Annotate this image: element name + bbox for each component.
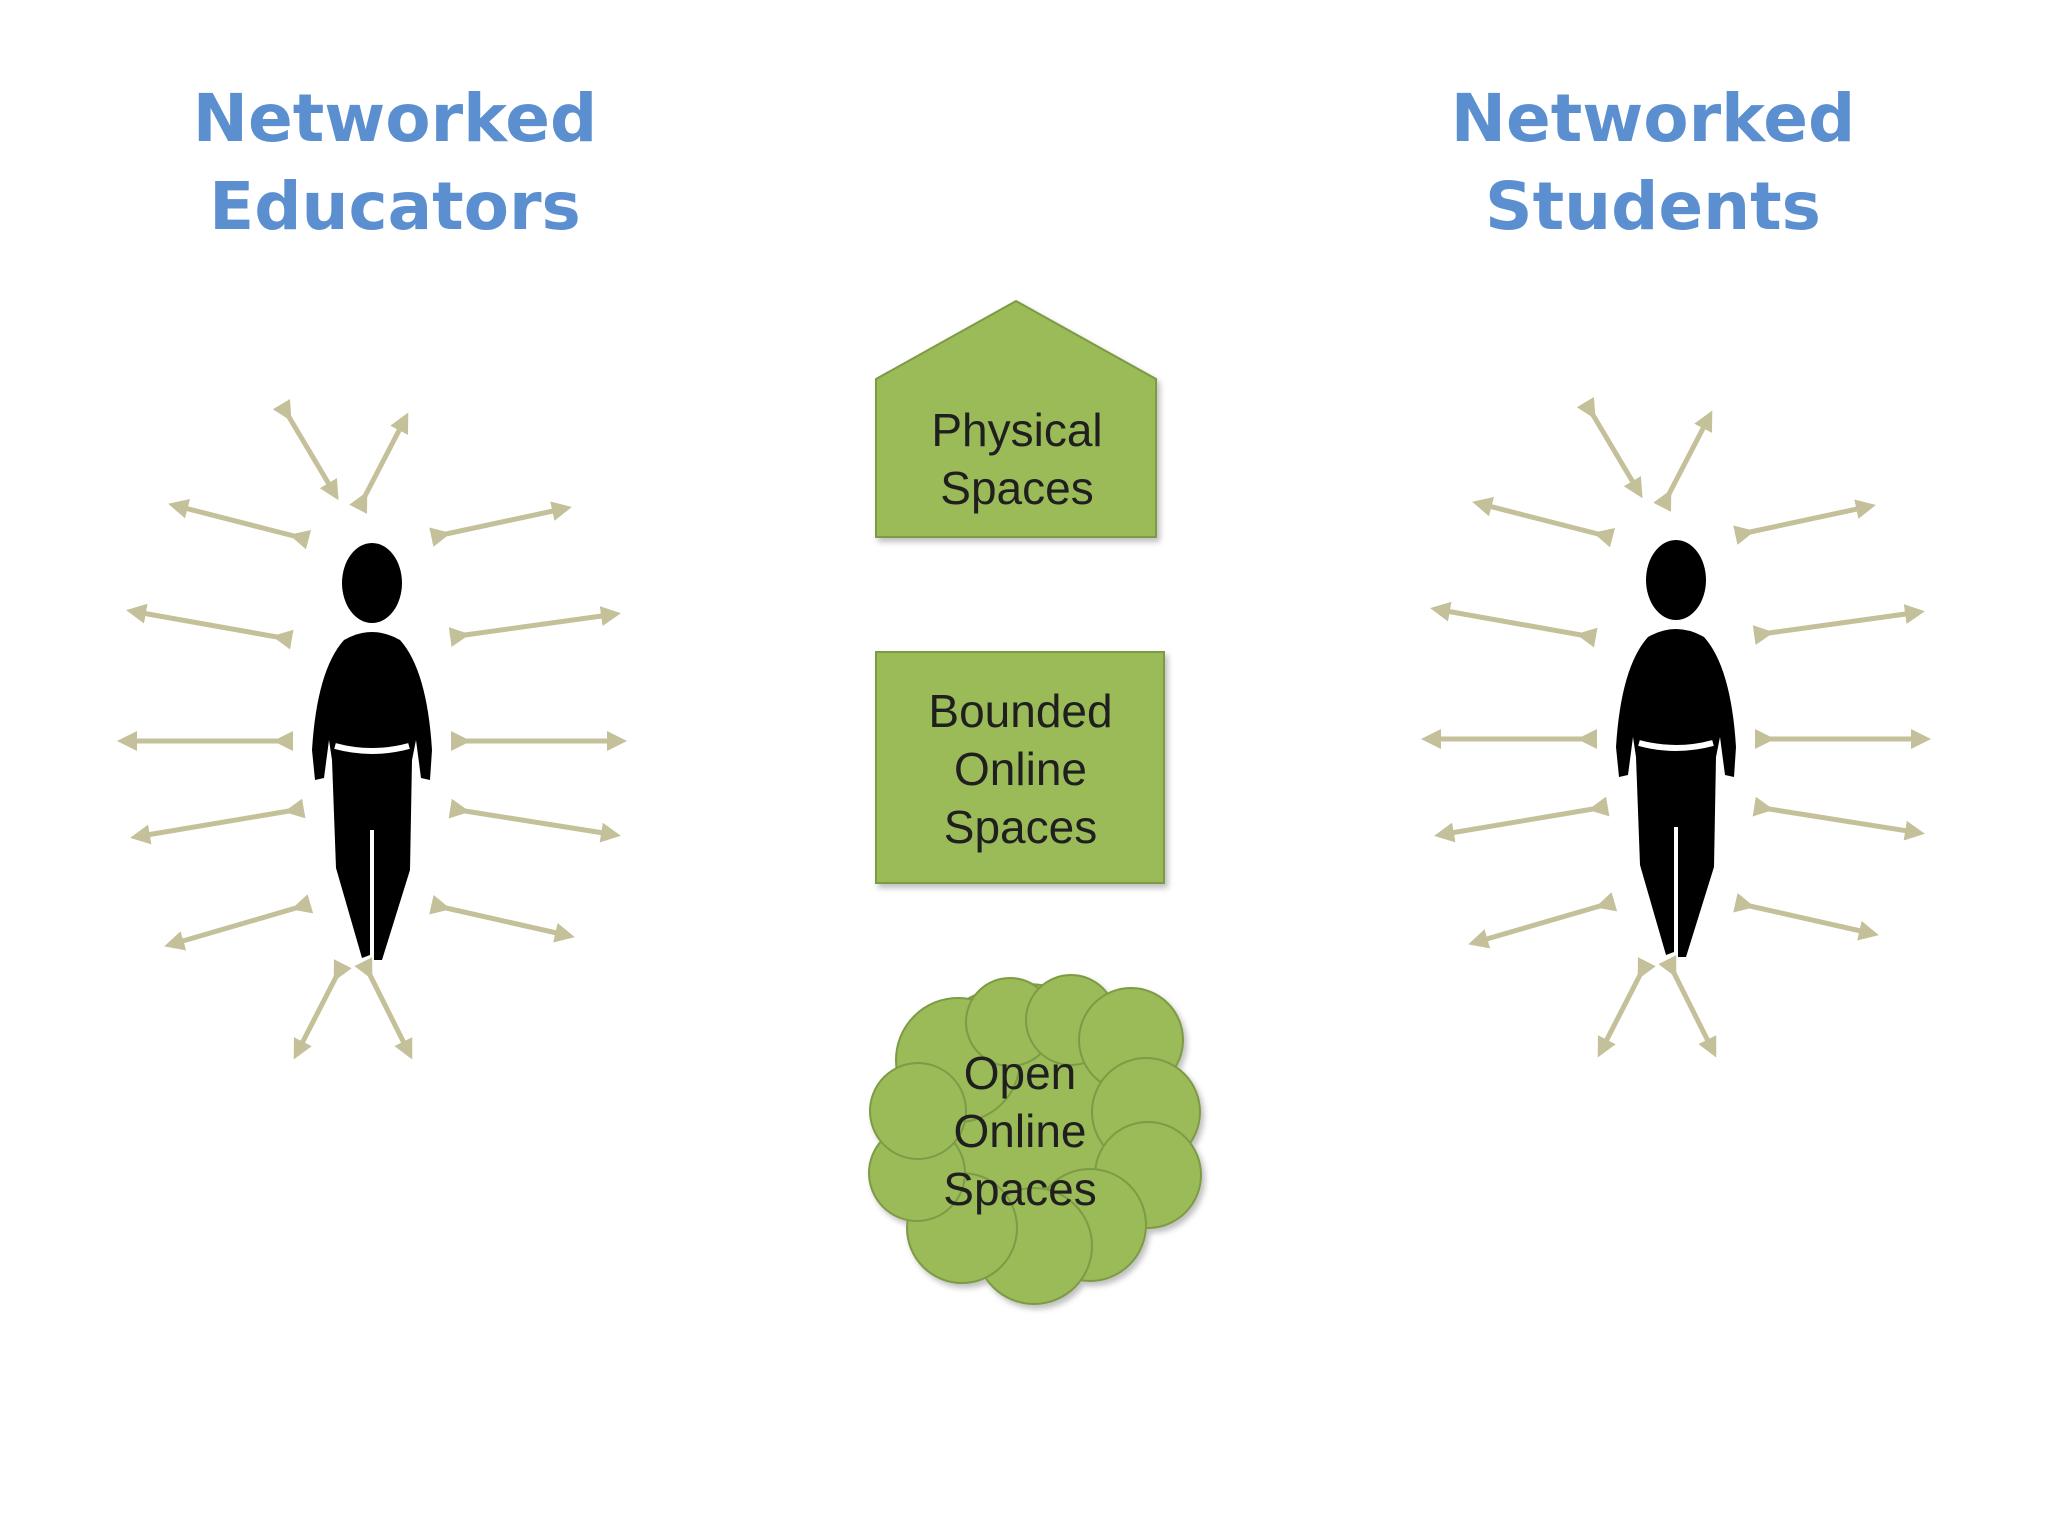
connection-arrow: [1597, 957, 1656, 1058]
connection-arrow: [1752, 604, 1925, 645]
connection-arrow: [429, 894, 575, 943]
connection-arrow: [293, 959, 352, 1060]
person-icon: [1616, 540, 1736, 957]
open-spaces-line2: Online: [953, 1105, 1087, 1157]
open-online-spaces-label: Open Online Spaces: [870, 1044, 1170, 1218]
physical-spaces-line1: Physical: [931, 404, 1103, 456]
connection-arrow: [1434, 796, 1610, 843]
bounded-spaces-line2: Online: [954, 743, 1087, 795]
connection-arrow: [1658, 955, 1717, 1058]
connection-arrow: [1733, 499, 1876, 545]
physical-spaces-house-shape: [875, 299, 1157, 538]
connection-arrow: [130, 798, 306, 845]
connection-arrow: [1653, 410, 1713, 512]
educator-connection-arrows: [117, 398, 627, 1060]
person-icon: [312, 543, 432, 960]
connection-arrow: [354, 957, 413, 1060]
connection-arrow: [448, 798, 621, 843]
connection-arrow: [349, 412, 409, 514]
connection-arrow: [1576, 396, 1643, 499]
connection-arrow: [168, 499, 312, 550]
connection-arrow: [272, 398, 339, 501]
connection-arrow: [448, 606, 621, 647]
physical-spaces-line2: Spaces: [940, 462, 1094, 514]
connection-arrow: [1430, 601, 1598, 648]
heading-left-line2: Educators: [209, 168, 581, 245]
connection-arrow: [1752, 796, 1925, 841]
connection-arrow: [126, 603, 294, 650]
connection-arrow: [1733, 892, 1879, 941]
heading-right-line1: Networked: [1450, 80, 1856, 157]
connection-arrow: [1472, 497, 1616, 548]
bounded-spaces-line1: Bounded: [928, 685, 1113, 737]
heading-right-line2: Students: [1485, 168, 1821, 245]
student-connection-arrows: [1421, 396, 1931, 1058]
open-spaces-line3: Spaces: [943, 1163, 1097, 1215]
heading-networked-students: Networked Students: [1393, 75, 1913, 251]
connection-arrow: [1468, 892, 1618, 949]
heading-networked-educators: Networked Educators: [135, 75, 655, 251]
bounded-online-spaces-label: Bounded Online Spaces: [877, 682, 1164, 856]
heading-left-line1: Networked: [192, 80, 598, 157]
connection-arrow: [164, 894, 314, 951]
connection-arrow: [429, 501, 572, 547]
bounded-online-spaces-rect: [875, 651, 1165, 884]
physical-spaces-label: Physical Spaces: [877, 401, 1157, 517]
bounded-spaces-line3: Spaces: [943, 801, 1098, 853]
open-spaces-line1: Open: [963, 1047, 1077, 1099]
open-online-spaces-cloud-shape: [868, 974, 1202, 1305]
